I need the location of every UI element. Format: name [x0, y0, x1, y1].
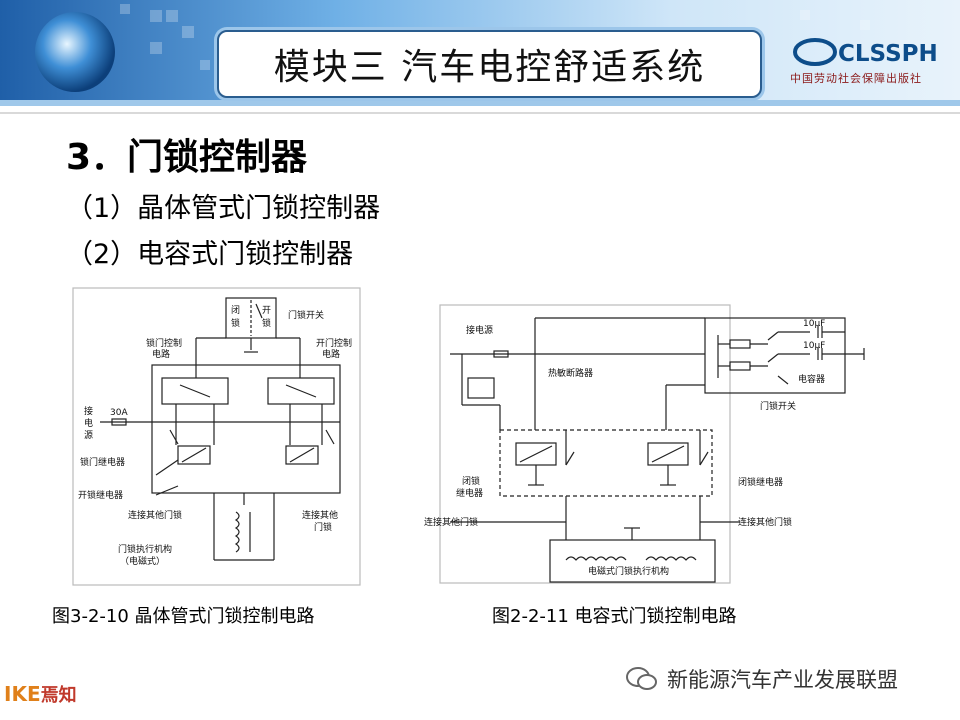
fig1-label-actuator-type: （电磁式） [120, 555, 165, 567]
fig2-label-capacitor: 电容器 [798, 373, 825, 385]
page-title: 模块三 汽车电控舒适系统 [273, 47, 706, 88]
fig1-label-lock2: 锁 [262, 317, 271, 329]
fig1-label-conn1: 接 [84, 405, 93, 417]
figure-2-caption: 图2-2-11 电容式门锁控制电路 [492, 606, 737, 627]
section-heading: 3．门锁控制器 [66, 137, 308, 178]
fig1-label-unlock-ctrl: 开门控制 [316, 337, 352, 349]
fig1-label-other-locks-right2: 门锁 [314, 521, 332, 533]
fig2-label-close-relay-right: 闭锁继电器 [738, 476, 783, 488]
figure-2-diagram [439, 304, 865, 584]
fig1-label-lock: 锁 [231, 317, 240, 329]
fig1-label-conn3: 源 [84, 430, 93, 441]
fig1-label-circuit1: 电路 [152, 348, 170, 360]
list-item: （2）电容式门锁控制器 [66, 239, 354, 270]
publisher-name: 中国劳动社会保障出版社 [790, 72, 922, 85]
fig2-label-other-locks-right: 连接其他门锁 [738, 516, 792, 528]
fig1-label-other-locks-left: 连接其他门锁 [128, 509, 182, 521]
fig2-label-other-locks-left: 连接其他门锁 [424, 516, 478, 528]
fig2-label-close-relay-left2: 继电器 [456, 487, 483, 499]
ike-logo: IKE焉知 [4, 681, 77, 707]
wechat-icon [626, 667, 657, 690]
fig1-label-actuator: 门锁执行机构 [118, 543, 172, 555]
figure-1-caption: 图3-2-10 晶体管式门锁控制电路 [52, 606, 315, 627]
fig2-label-door-switch: 门锁开关 [760, 400, 796, 412]
fig2-label-power: 接电源 [466, 324, 493, 336]
fig2-label-thermal-breaker: 热敏断路器 [548, 367, 593, 379]
fig1-label-close: 闭 [231, 304, 240, 316]
watermark-text: 新能源汽车产业发展联盟 [667, 668, 898, 692]
fig2-label-actuator: 电磁式门锁执行机构 [588, 565, 669, 577]
ike-logo-letters: IKE [4, 682, 41, 706]
wechat-watermark: 新能源汽车产业发展联盟 [625, 664, 898, 694]
clssph-logo-icon [793, 38, 837, 66]
fig1-label-unlock-relay: 开锁继电器 [78, 489, 123, 501]
fig2-label-cap2: 10μF [803, 341, 825, 351]
list-item: （1）晶体管式门锁控制器 [66, 193, 381, 224]
publisher-logo: CLSSPH [838, 41, 938, 67]
fig1-label-lock-ctrl: 锁门控制 [146, 337, 182, 349]
fig1-label-door-switch: 门锁开关 [288, 309, 324, 321]
figure-1-diagram [72, 287, 361, 586]
globe-icon [35, 12, 115, 92]
fig1-label-other-locks-right1: 连接其他 [302, 509, 338, 521]
title-box: 模块三 汽车电控舒适系统 [217, 30, 762, 98]
fig1-label-conn2: 电 [84, 417, 93, 429]
fig1-label-fuse: 30A [110, 408, 128, 418]
fig2-label-close-relay-left1: 闭锁 [462, 475, 480, 487]
fig2-label-cap1: 10μF [803, 319, 825, 329]
fig1-label-circuit2: 电路 [322, 348, 340, 360]
ike-logo-name: 焉知 [40, 685, 77, 706]
fig1-label-open: 开 [262, 305, 271, 316]
fig1-label-lock-relay: 锁门继电器 [80, 456, 125, 468]
